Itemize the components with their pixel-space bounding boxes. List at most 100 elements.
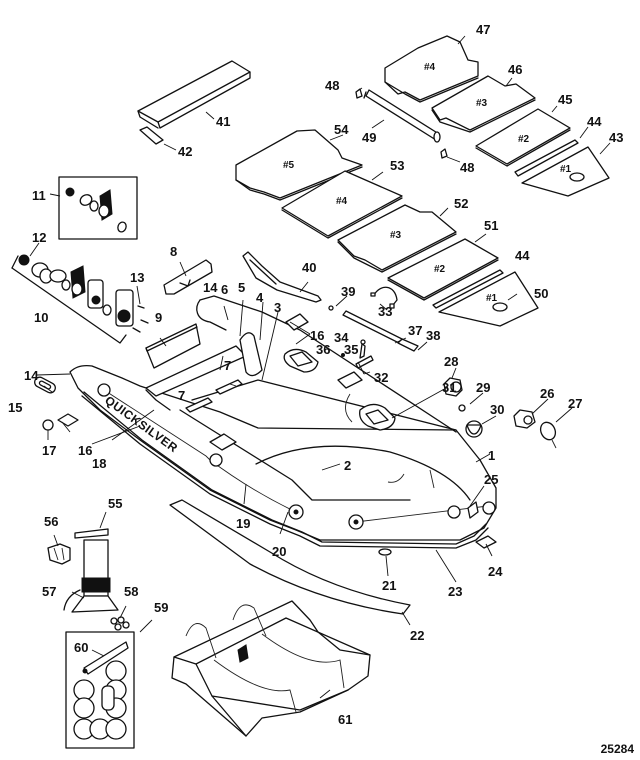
callout-20: 20 bbox=[272, 544, 286, 559]
valve-repair-kit-11 bbox=[58, 176, 138, 240]
figure-id: 25284 bbox=[600, 742, 634, 756]
callout-18: 18 bbox=[92, 456, 106, 471]
valve-28 bbox=[443, 377, 463, 397]
seat-41 bbox=[137, 60, 251, 129]
oarlock-base-16 bbox=[57, 413, 79, 427]
callout-21: 21 bbox=[382, 578, 396, 593]
callout-44: 44 bbox=[587, 114, 602, 129]
callout-24: 24 bbox=[488, 564, 503, 579]
callout-45: 45 bbox=[558, 92, 572, 107]
callout-41: 41 bbox=[216, 114, 230, 129]
floor-panel-52: #3 bbox=[337, 204, 457, 273]
callout-37: 37 bbox=[408, 323, 422, 338]
callout-55: 55 bbox=[108, 496, 122, 511]
valve-insert-29 bbox=[458, 404, 466, 412]
panel-label: #4 bbox=[336, 196, 348, 207]
callout-30: 30 bbox=[490, 402, 504, 417]
panel-label: #1 bbox=[560, 164, 572, 175]
callout-5: 5 bbox=[238, 280, 245, 295]
callout-4: 4 bbox=[256, 290, 264, 305]
callout-36: 36 bbox=[316, 342, 330, 357]
callout-43: 43 bbox=[609, 130, 623, 145]
callout-54: 54 bbox=[334, 122, 349, 137]
callout-8: 8 bbox=[170, 244, 177, 259]
callout-19: 19 bbox=[236, 516, 250, 531]
callout-48: 48 bbox=[325, 78, 339, 93]
screw-39 bbox=[328, 305, 334, 311]
callout-33: 33 bbox=[378, 304, 392, 319]
callout-7b: 7 bbox=[178, 388, 185, 403]
callout-60: 60 bbox=[74, 640, 88, 655]
callout-53: 53 bbox=[390, 158, 404, 173]
callout-27: 27 bbox=[568, 396, 582, 411]
panel-label: #5 bbox=[283, 160, 295, 171]
callout-35: 35 bbox=[344, 342, 358, 357]
callout-13: 13 bbox=[130, 270, 144, 285]
floor-stringer-44a bbox=[514, 139, 579, 177]
floor-panel-46: #3 bbox=[431, 75, 536, 133]
callout-34: 34 bbox=[334, 330, 349, 345]
callout-2: 2 bbox=[344, 458, 351, 473]
callout-12: 12 bbox=[32, 230, 46, 245]
floor-panel-43: #1 bbox=[521, 146, 610, 197]
callout-49: 49 bbox=[362, 130, 376, 145]
callout-31: 31 bbox=[442, 380, 456, 395]
oar-blade-40 bbox=[242, 251, 322, 303]
callout-10: 10 bbox=[34, 310, 48, 325]
adapters-58 bbox=[110, 616, 130, 631]
callout-42: 42 bbox=[178, 144, 192, 159]
valve-kit-10 bbox=[11, 254, 149, 344]
pump-55 bbox=[63, 528, 119, 613]
ring-17 bbox=[42, 419, 54, 431]
callout-3: 3 bbox=[274, 300, 281, 315]
panel-label: #4 bbox=[424, 62, 436, 73]
callout-28: 28 bbox=[444, 354, 458, 369]
callout-48b: 48 bbox=[460, 160, 474, 175]
callout-14b: 14 bbox=[24, 368, 39, 383]
keel-strip-22 bbox=[169, 499, 411, 615]
callout-58: 58 bbox=[124, 584, 138, 599]
cable-33 bbox=[370, 286, 398, 309]
callout-17: 17 bbox=[42, 443, 56, 458]
callout-22: 22 bbox=[410, 628, 424, 643]
carry-bag-61 bbox=[171, 600, 371, 737]
callout-16a: 16 bbox=[310, 328, 324, 343]
end-cap-48 bbox=[355, 88, 448, 159]
transom-pad-9 bbox=[145, 323, 201, 369]
callout-11: 11 bbox=[32, 188, 46, 203]
valve-26 bbox=[513, 409, 536, 429]
panel-label: #2 bbox=[434, 264, 446, 275]
floor-panel-50: #1 bbox=[438, 271, 539, 327]
pump-adapter-56 bbox=[47, 543, 71, 565]
floor-panel-53: #4 bbox=[281, 170, 403, 239]
callout-29: 29 bbox=[476, 380, 490, 395]
floor-panel-47: #4 bbox=[384, 35, 479, 103]
panel-label: #3 bbox=[476, 98, 488, 109]
callout-16b: 16 bbox=[78, 443, 92, 458]
callout-25: 25 bbox=[484, 472, 498, 487]
stringer-49 bbox=[363, 89, 441, 143]
callout-51: 51 bbox=[484, 218, 498, 233]
panel-label: #3 bbox=[390, 230, 402, 241]
callout-59: 59 bbox=[154, 600, 168, 615]
callout-32: 32 bbox=[374, 370, 388, 385]
callout-40: 40 bbox=[302, 260, 316, 275]
floor-panel-45: #2 bbox=[475, 108, 571, 167]
callout-44b: 44 bbox=[515, 248, 530, 263]
callout-1: 1 bbox=[488, 448, 495, 463]
callout-9: 9 bbox=[155, 310, 162, 325]
floor-panel-54: #5 bbox=[235, 129, 363, 201]
handle-strap-15 bbox=[34, 376, 56, 394]
callout-7a: 7 bbox=[224, 358, 231, 373]
floor-panel-51: #2 bbox=[387, 238, 499, 301]
leader-lines bbox=[29, 35, 611, 699]
callout-6: 6 bbox=[221, 282, 228, 297]
panel-label: #1 bbox=[486, 293, 498, 304]
callout-47: 47 bbox=[476, 22, 490, 37]
oarlock-assembly bbox=[341, 339, 374, 369]
panel-label: #2 bbox=[518, 134, 530, 145]
floor-stringer-44b bbox=[432, 269, 504, 309]
callout-46: 46 bbox=[508, 62, 522, 77]
callout-39: 39 bbox=[341, 284, 355, 299]
repair-kit-59 bbox=[65, 631, 135, 749]
